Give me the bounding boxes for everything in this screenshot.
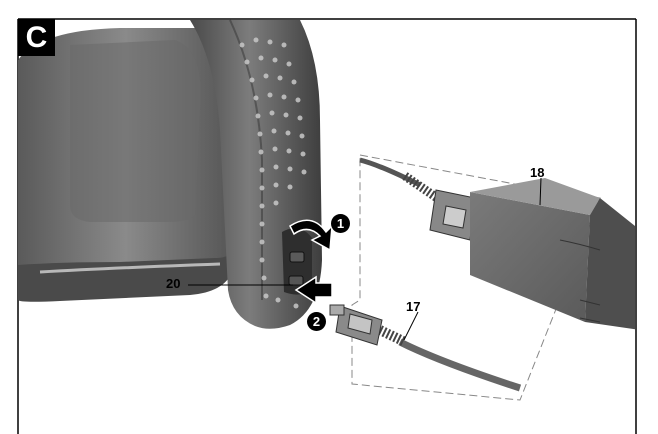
step-badge-2: 2 bbox=[307, 312, 326, 331]
callout-charger: 18 bbox=[530, 165, 545, 180]
device-body bbox=[18, 28, 234, 302]
charging-port bbox=[282, 228, 312, 295]
accessory-dashed-outline bbox=[351, 154, 601, 401]
callout-usb-cable: 17 bbox=[406, 299, 421, 314]
callout-charging-port: 20 bbox=[166, 276, 181, 291]
insert-arrow bbox=[294, 275, 333, 305]
callout-line-18 bbox=[539, 177, 542, 206]
charger-usb-plug bbox=[429, 189, 476, 241]
charger bbox=[470, 178, 635, 330]
charger-cable bbox=[359, 157, 422, 188]
usb-cable bbox=[329, 304, 522, 392]
callout-line-17 bbox=[403, 311, 419, 341]
rotate-arrow bbox=[289, 219, 333, 252]
figure-letter-badge: C bbox=[18, 19, 55, 56]
step-badge-1: 1 bbox=[331, 214, 350, 233]
device-handle bbox=[190, 19, 322, 329]
